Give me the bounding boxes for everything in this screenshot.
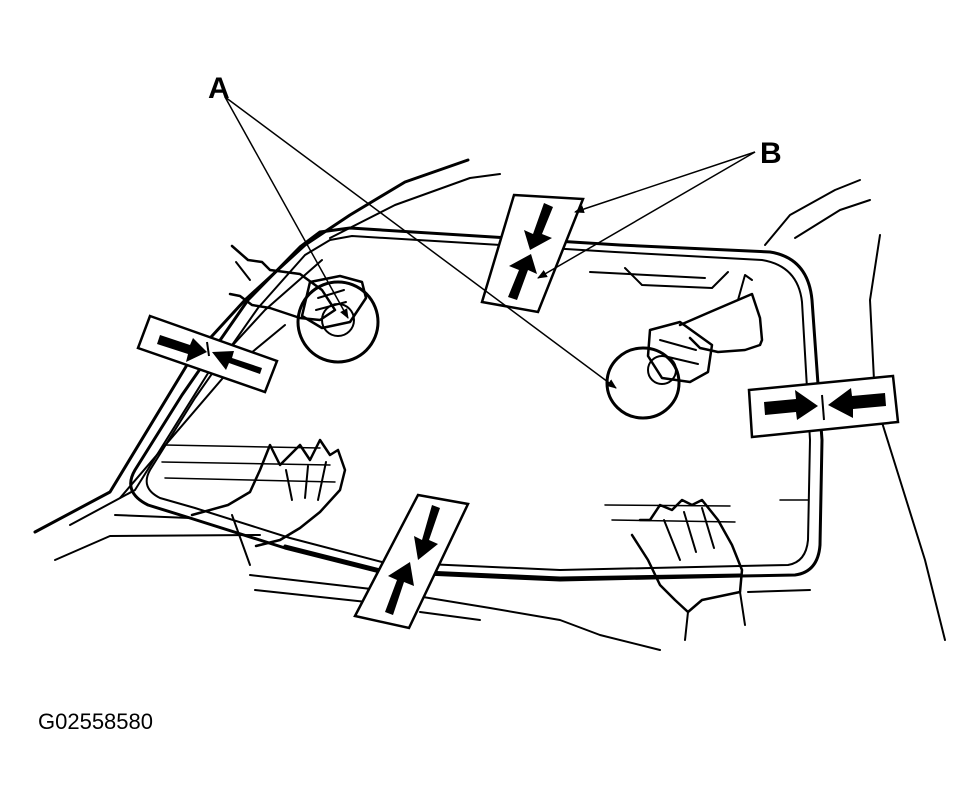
alignment-label-left [136, 314, 279, 394]
hand-lower-right-icon [630, 498, 746, 641]
hand-lower-left-icon [190, 438, 347, 566]
suction-cup-right [605, 320, 714, 420]
figure-id: G02558580 [38, 709, 153, 734]
windshield-glass [129, 226, 824, 582]
alignment-label-bottom [353, 493, 470, 630]
callout-b-label: B [760, 137, 782, 170]
hand-upper-left-icon [228, 244, 337, 322]
hand-upper-right-icon [678, 274, 764, 354]
callout-a-label: A [208, 72, 230, 105]
callout-b-leaders [537, 151, 756, 279]
alignment-label-top [480, 193, 585, 314]
vehicle-body [33, 158, 946, 651]
callout-a-leaders [224, 96, 617, 389]
alignment-label-right [747, 374, 900, 439]
